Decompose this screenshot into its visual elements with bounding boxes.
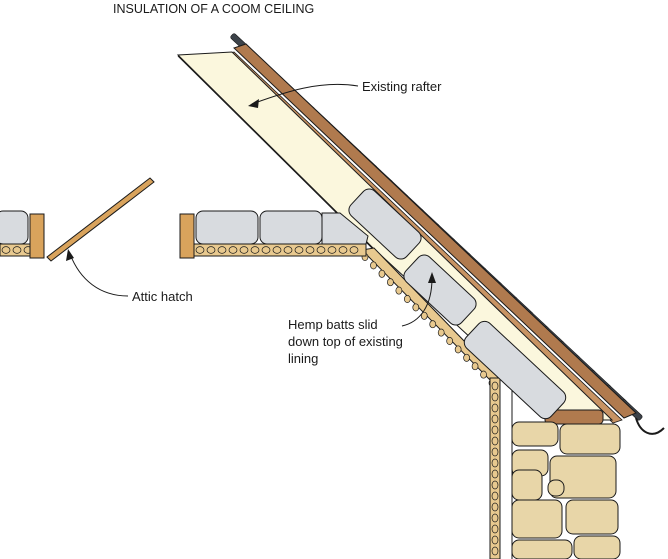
- lining-bump: [370, 261, 377, 270]
- stone: [511, 539, 573, 559]
- ceiling-bump: [283, 246, 293, 254]
- lining-bump: [412, 303, 420, 312]
- wall-bump: [491, 436, 499, 446]
- stone: [511, 421, 559, 447]
- ceiling-bump: [217, 246, 227, 254]
- lining-bump: [454, 345, 462, 354]
- batts-arrowhead: [428, 272, 436, 283]
- ceiling-bump: [349, 246, 359, 254]
- ceiling-texture-right: [195, 246, 359, 254]
- attic-hatch-board: [46, 177, 155, 262]
- label-hemp-batts-1: Hemp batts slid: [288, 317, 378, 332]
- lining-bump: [437, 328, 445, 337]
- ceiling-bump: [239, 246, 249, 254]
- hatch-trimmer-right: [179, 213, 195, 259]
- ceiling-texture-left: [1, 246, 33, 254]
- hatch-leader: [69, 253, 129, 297]
- wall-bump: [491, 513, 499, 523]
- wall-bump: [491, 403, 499, 413]
- wall-bump: [491, 458, 499, 468]
- ceiling-bump: [338, 246, 348, 254]
- lining-bump: [420, 311, 428, 320]
- lining-bump: [471, 362, 479, 371]
- wall-lining-texture: [491, 381, 499, 556]
- lining-bump: [480, 370, 487, 379]
- ceiling-bump: [316, 246, 326, 254]
- ceiling-bump: [327, 246, 337, 254]
- flat-batt-2: [259, 210, 323, 245]
- wall-bump: [491, 381, 499, 391]
- ceiling-bump: [250, 246, 260, 254]
- label-hemp-batts-3: lining: [288, 351, 318, 366]
- ceiling-bump: [12, 246, 22, 254]
- wall-bump: [491, 535, 499, 545]
- wall-bump: [491, 469, 499, 479]
- wall-bump: [491, 414, 499, 424]
- lining-bump: [429, 320, 437, 329]
- ceiling-bump: [206, 246, 216, 254]
- wall-bump: [491, 491, 499, 501]
- wall-bump: [491, 480, 499, 490]
- stone: [559, 423, 621, 455]
- ceiling-bump: [305, 246, 315, 254]
- stone: [549, 455, 617, 499]
- ceiling-bump: [272, 246, 282, 254]
- flat-batt-1: [195, 210, 259, 245]
- ceiling-bump: [294, 246, 304, 254]
- wall-bump: [491, 447, 499, 457]
- lining-bump: [395, 286, 403, 295]
- diagram-title: INSULATION OF A COOM CEILING: [113, 2, 314, 16]
- ceiling-bump: [228, 246, 238, 254]
- wall-bump: [491, 524, 499, 534]
- sloped-batt-3: [463, 320, 567, 420]
- hatch-trimmer-left: [29, 213, 45, 259]
- stone-wall: [511, 421, 621, 559]
- ceiling-bump: [1, 246, 11, 254]
- wall-bump: [491, 546, 499, 556]
- wall-bump: [491, 502, 499, 512]
- stone: [565, 499, 619, 535]
- lining-bump: [446, 337, 454, 345]
- gutter: [635, 417, 665, 435]
- ceiling-bump: [195, 246, 205, 254]
- lining-bump: [463, 353, 470, 362]
- flat-batt-3: [321, 212, 369, 245]
- lining-bump: [387, 278, 394, 287]
- wall-bump: [491, 425, 499, 435]
- roof-board: [233, 43, 637, 419]
- wall-bump: [491, 392, 499, 402]
- ceiling-bump: [261, 246, 271, 254]
- stone: [511, 499, 563, 539]
- batts-leader: [401, 277, 433, 327]
- rafter-arrowhead: [248, 99, 259, 108]
- flat-batt-left: [0, 210, 29, 245]
- label-hemp-batts-2: down top of existing: [288, 334, 403, 349]
- stone: [547, 479, 565, 497]
- rafter-leader: [251, 83, 359, 105]
- label-attic-hatch: Attic hatch: [132, 289, 193, 304]
- lining-bump: [403, 295, 411, 303]
- stone: [573, 535, 621, 559]
- lining-bump: [378, 269, 386, 278]
- sloped-batt-1: [348, 188, 422, 260]
- label-existing-rafter: Existing rafter: [362, 79, 442, 94]
- stone: [511, 469, 543, 501]
- wall-lining: [489, 377, 501, 559]
- hatch-arrowhead: [66, 249, 74, 261]
